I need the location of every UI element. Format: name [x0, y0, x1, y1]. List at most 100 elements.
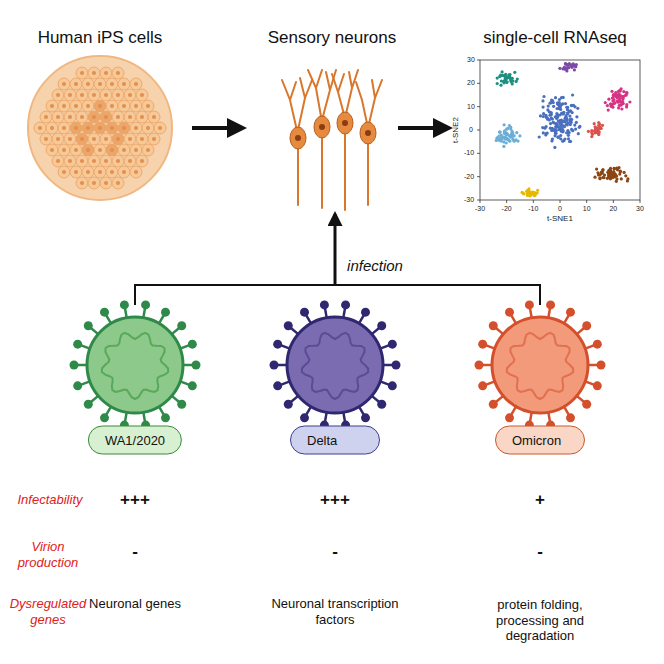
- ips-nucleus: [116, 115, 120, 119]
- scatter-dot: [511, 82, 514, 85]
- variant-name: Omicron: [512, 433, 568, 448]
- scatter-dot: [545, 125, 548, 128]
- spike-stalk: [125, 412, 127, 422]
- ips-cell: [58, 166, 70, 178]
- ips-cell: [52, 111, 64, 123]
- ips-nucleus: [158, 126, 162, 130]
- ips-cell: [46, 144, 58, 156]
- ips-nucleus: [134, 148, 138, 152]
- spike-head: [392, 361, 401, 370]
- spike-head: [84, 400, 93, 409]
- scatter-dot: [552, 101, 555, 104]
- scatter-dot: [621, 97, 624, 100]
- scatter-dot: [569, 123, 572, 126]
- spike-head: [188, 340, 197, 349]
- scatter-dot: [601, 124, 604, 127]
- ips-cell: [124, 89, 136, 101]
- ips-cell: [124, 133, 136, 145]
- ips-nucleus: [44, 137, 48, 141]
- scatter-dot: [595, 168, 598, 171]
- scatter-dot: [597, 121, 600, 124]
- ips-cell: [130, 78, 142, 90]
- variant-pill: Omicron: [495, 426, 585, 455]
- scatter-dot: [573, 68, 576, 71]
- scatter-dot: [515, 131, 518, 134]
- spike-head: [192, 361, 201, 370]
- spike-head: [177, 400, 186, 409]
- ips-nucleus: [104, 159, 108, 163]
- ips-cell: [118, 122, 130, 134]
- scatter-dot: [559, 108, 562, 111]
- plot-frame: [480, 60, 640, 200]
- scatter-dot: [559, 125, 562, 128]
- spike-head: [566, 413, 575, 422]
- ips-cell: [94, 100, 106, 112]
- ips-cell: [136, 155, 148, 167]
- scatter-dot: [564, 116, 567, 119]
- ips-nucleus: [122, 104, 126, 108]
- ips-cell: [64, 111, 76, 123]
- scatter-dot: [560, 112, 563, 115]
- scatter-dot: [505, 141, 508, 144]
- ips-nucleus: [140, 115, 144, 119]
- scatter-dot: [617, 106, 620, 109]
- spike-head: [320, 300, 329, 309]
- tick: [506, 200, 507, 203]
- scatter-dot: [542, 131, 545, 134]
- tick: [477, 106, 480, 107]
- spike-head: [361, 308, 370, 317]
- ips-nucleus: [98, 104, 102, 108]
- scatter-dot: [533, 193, 536, 196]
- ips-cell: [88, 111, 100, 123]
- ips-cell: [118, 166, 130, 178]
- scatter-dot: [606, 104, 609, 107]
- tick: [477, 176, 480, 177]
- tick: [477, 200, 480, 201]
- spike-head: [377, 321, 386, 330]
- ips-cell: [46, 122, 58, 134]
- ips-nucleus: [152, 115, 156, 119]
- ips-cell: [82, 100, 94, 112]
- scatter-dot: [578, 126, 581, 129]
- ips-cell: [70, 100, 82, 112]
- ips-nucleus: [110, 104, 114, 108]
- scatter-dot: [597, 124, 600, 127]
- tick: [477, 153, 480, 154]
- text-label: +++: [320, 490, 350, 510]
- scatter-dot: [569, 140, 572, 143]
- spike-head: [593, 381, 602, 390]
- ips-nucleus: [68, 137, 72, 141]
- scatter-dot: [568, 115, 571, 118]
- spike-stalk: [380, 381, 389, 384]
- ips-nucleus: [74, 126, 78, 130]
- scatter-dot: [572, 104, 575, 107]
- scatter-dot: [546, 108, 549, 111]
- ips-cell: [88, 67, 100, 79]
- ips-nucleus: [110, 170, 114, 174]
- ips-nucleus: [146, 126, 150, 130]
- neuron-nucleus: [295, 120, 371, 141]
- scatter-dot: [565, 118, 568, 121]
- scatter-dot: [626, 179, 629, 182]
- scatter-dot: [613, 167, 616, 170]
- ips-cell: [52, 89, 64, 101]
- ips-cell: [142, 100, 154, 112]
- ips-cell: [106, 144, 118, 156]
- tick-label: 0: [558, 205, 562, 213]
- tick-label: 10: [467, 102, 475, 110]
- ips-cell: [106, 100, 118, 112]
- scatter-dot: [628, 100, 631, 103]
- ips-nucleus: [110, 148, 114, 152]
- ips-cell: [100, 67, 112, 79]
- scatter-dot: [542, 115, 545, 118]
- ips-cell: [148, 111, 160, 123]
- spike-head: [505, 413, 514, 422]
- spike-head: [566, 308, 575, 317]
- tick: [533, 200, 534, 203]
- ips-nucleus: [128, 93, 132, 97]
- scatter-dot: [551, 137, 554, 140]
- scatter-dot: [548, 118, 551, 121]
- scatter-dot: [610, 90, 613, 93]
- scatter-dot: [559, 134, 562, 137]
